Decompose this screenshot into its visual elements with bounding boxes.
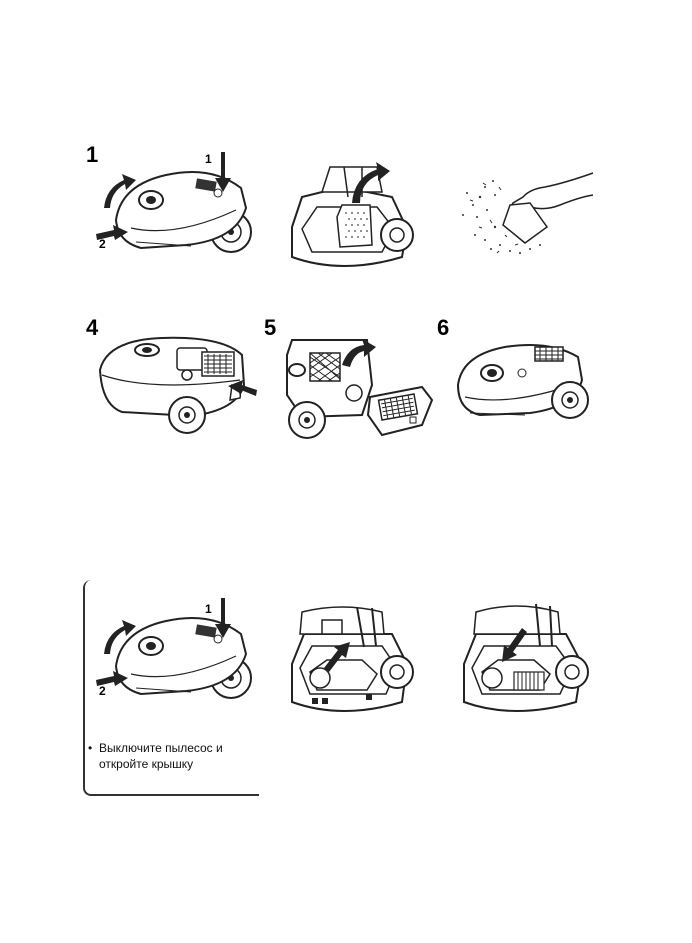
card-instruction-text: Выключите пылесос и откройте крышку — [99, 740, 259, 772]
exhaust-filter-remove-icon — [282, 335, 442, 445]
vacuum-side-filter-icon — [92, 330, 257, 440]
filter-insert-icon — [454, 598, 594, 720]
card-callout-1: 1 — [205, 603, 212, 615]
callout-2: 2 — [99, 238, 106, 250]
callout-1: 1 — [205, 153, 212, 165]
vacuum-open-lid-icon — [96, 596, 256, 706]
bullet-icon: • — [88, 740, 92, 756]
card-callout-2: 2 — [99, 685, 106, 697]
vacuum-open-lid-icon — [96, 150, 256, 260]
dust-bag-remove-icon — [282, 157, 417, 277]
step-number-5: 5 — [264, 317, 276, 339]
filter-remove-icon — [282, 602, 417, 722]
discard-bag-icon — [455, 165, 595, 260]
vacuum-closed-icon — [450, 335, 595, 425]
